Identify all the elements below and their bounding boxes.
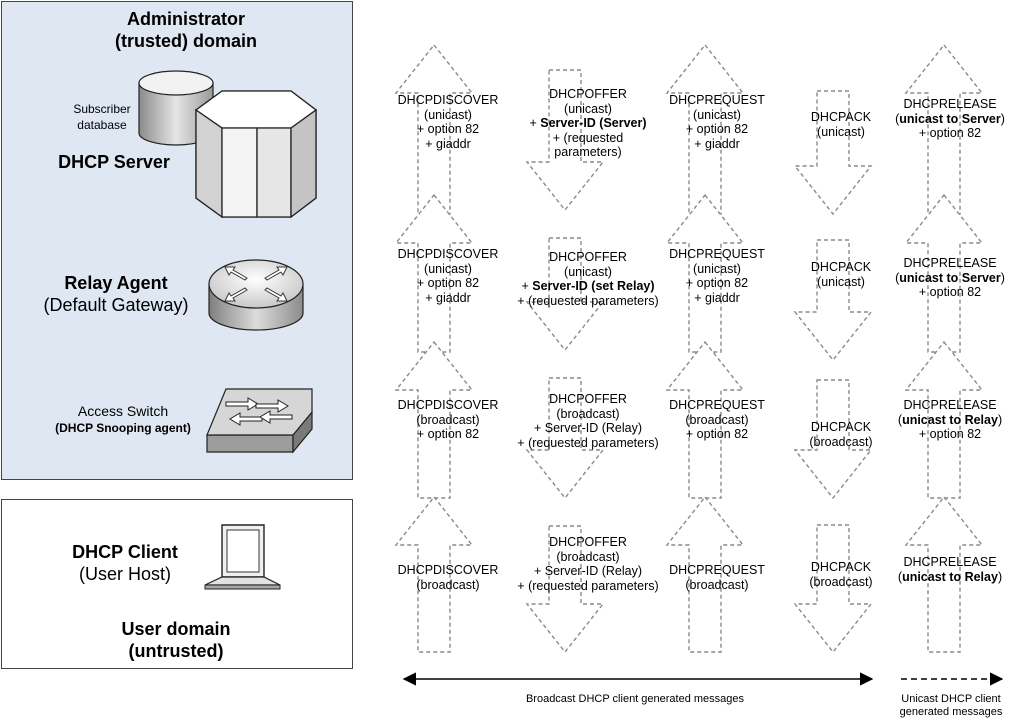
release-arrow-row-3 — [904, 340, 984, 499]
discover-label-row-4: DHCPDISCOVER(broadcast) — [397, 563, 499, 592]
unicast-legend-caption: Unicast DHCP client generated messages — [899, 693, 1003, 718]
release-label-row-1: DHCPRELEASE(unicast to Server)+ option 8… — [895, 97, 1005, 140]
router-icon — [208, 259, 304, 331]
discover-label-row-3: DHCPDISCOVER(broadcast)+ option 82 — [397, 398, 499, 441]
discover-arrow-row-4 — [394, 495, 474, 653]
request-arrow-row-2 — [665, 193, 745, 353]
ack-arrow-row-1 — [793, 90, 873, 216]
request-label-row-2: DHCPREQUEST(unicast)+ option 82+ giaddr — [669, 247, 765, 305]
offer-label-row-3: DHCPOFFER(broadcast)+ Server-ID (Relay)+… — [517, 392, 659, 450]
release-arrow-row-4 — [904, 495, 984, 653]
broadcast-legend-caption: Broadcast DHCP client generated messages — [525, 693, 745, 705]
server-icon — [194, 90, 318, 219]
offer-label-row-1: DHCPOFFER(unicast)+ Server-ID (Server)+ … — [529, 87, 647, 159]
relay-agent-label: Relay Agent (Default Gateway) — [43, 273, 189, 315]
release-label-row-3: DHCPRELEASE(unicast to Relay)+ option 82 — [897, 398, 1003, 441]
release-arrow-row-2 — [904, 193, 984, 353]
message-arrows — [394, 43, 984, 654]
subscriber-database-label: Subscriber database — [73, 102, 131, 132]
ack-label-row-3: DHCPACK(broadcast) — [809, 420, 873, 449]
dhcp-client-label: DHCP Client (User Host) — [72, 542, 178, 584]
access-switch-label: Access Switch (DHCP Snooping agent) — [55, 403, 191, 435]
release-label-row-2: DHCPRELEASE(unicast to Server)+ option 8… — [895, 256, 1005, 299]
ack-arrow-row-2 — [793, 239, 873, 362]
offer-arrow-row-2 — [525, 237, 605, 352]
ack-label-row-1: DHCPACK(unicast) — [810, 110, 872, 139]
release-label-row-4: DHCPRELEASE(unicast to Relay) — [897, 555, 1003, 584]
admin-domain-title: Administrator (trusted) domain — [115, 9, 257, 51]
laptop-icon — [204, 524, 281, 590]
ack-arrow-row-4 — [793, 524, 873, 654]
discover-label-row-1: DHCPDISCOVER(unicast)+ option 82+ giaddr — [397, 93, 499, 151]
ack-label-row-2: DHCPACK(unicast) — [810, 260, 872, 289]
offer-arrow-row-3 — [525, 377, 605, 500]
request-label-row-1: DHCPREQUEST(unicast)+ option 82+ giaddr — [669, 93, 765, 151]
request-arrow-row-3 — [665, 340, 745, 499]
discover-label-row-2: DHCPDISCOVER(unicast)+ option 82+ giaddr — [397, 247, 499, 305]
user-domain-title: User domain (untrusted) — [121, 619, 231, 661]
request-label-row-3: DHCPREQUEST(broadcast)+ option 82 — [669, 398, 765, 441]
offer-arrow-row-4 — [525, 525, 605, 654]
switch-icon — [206, 388, 313, 454]
user-domain-panel — [1, 499, 353, 669]
request-label-row-4: DHCPREQUEST(broadcast) — [669, 563, 765, 592]
discover-arrow-row-2 — [394, 193, 474, 353]
offer-label-row-2: DHCPOFFER(unicast)+ Server-ID (set Relay… — [517, 250, 659, 308]
ack-arrow-row-3 — [793, 379, 873, 500]
request-arrow-row-4 — [665, 495, 745, 653]
offer-arrow-row-1 — [525, 69, 605, 212]
dhcp-server-label: DHCP Server — [58, 152, 170, 172]
ack-label-row-4: DHCPACK(broadcast) — [809, 560, 873, 589]
offer-label-row-4: DHCPOFFER(broadcast)+ Server-ID (Relay)+… — [517, 535, 659, 593]
discover-arrow-row-3 — [394, 340, 474, 499]
